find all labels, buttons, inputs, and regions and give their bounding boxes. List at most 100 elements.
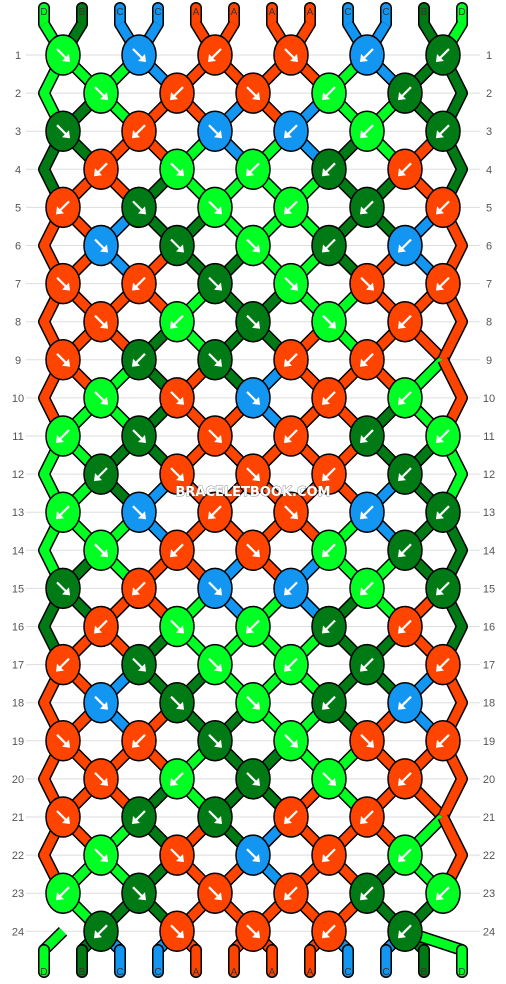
bottom-strand-label: A [307,967,314,978]
backward-knot-arrow-icon [322,695,336,710]
row-number-right: 8 [486,317,492,329]
knot [83,681,119,724]
forward-knot-arrow-icon [208,276,222,291]
row-number-left: 17 [12,660,24,672]
knot [83,834,119,876]
forward-knot-arrow-icon [94,772,108,786]
knot [197,186,233,229]
knot [425,720,461,762]
knot [273,872,309,914]
backward-knot-arrow-icon [360,200,374,215]
row-number-right: 11 [483,431,494,443]
knot [83,224,119,267]
row-number-right: 9 [486,355,492,367]
top-strand-label: A [193,7,200,18]
knot [159,148,195,191]
bottom-strand-label: B [421,967,428,978]
knot [235,377,271,419]
knot [83,910,119,953]
row-number-right: 10 [483,393,495,405]
forward-knot-arrow-icon [170,924,184,939]
forward-knot-arrow-icon [170,391,184,405]
bottom-strand-label: D [40,967,47,978]
backward-knot-arrow-icon [360,505,374,520]
knot [121,491,157,533]
backward-knot-arrow-icon [284,810,298,824]
knot [83,605,119,648]
backward-knot-arrow-icon [360,657,374,672]
knot [311,148,347,191]
knot [273,643,309,686]
row-number-left: 8 [15,317,21,329]
watermark-text: BRACELETBOOK.COM [176,485,331,500]
knot [121,186,157,229]
row-number-left: 6 [15,241,21,253]
bottom-strand-label: A [231,967,238,978]
knot [425,186,461,229]
knot [159,758,195,800]
knot [121,796,157,838]
row-number-right: 17 [483,660,495,672]
knot [387,681,423,724]
knot [121,643,157,686]
forward-knot-arrow-icon [284,276,298,291]
top-strand-label: B [421,7,428,18]
forward-knot-arrow-icon [322,772,336,786]
backward-knot-arrow-icon [436,429,450,443]
row-number-left: 12 [12,469,24,481]
backward-knot-arrow-icon [398,86,412,101]
knot [273,110,309,152]
backward-knot-arrow-icon [360,124,374,139]
forward-knot-arrow-icon [208,734,222,748]
knot [159,224,195,267]
forward-knot-arrow-icon [94,314,108,329]
knot [235,300,271,343]
knot [235,72,271,114]
backward-knot-arrow-icon [436,886,450,901]
backward-knot-arrow-icon [208,48,222,62]
row-number-left: 11 [12,431,23,443]
knot [121,720,157,762]
forward-knot-arrow-icon [360,734,374,748]
knot [273,796,309,838]
knot [273,186,309,229]
knot [349,720,385,762]
knot [45,110,81,152]
knot [387,758,423,800]
row-number-right: 13 [483,507,495,519]
row-number-left: 18 [12,698,24,710]
row-number-right: 24 [483,926,495,938]
knot [45,872,81,914]
row-number-right: 3 [486,126,492,138]
knot [425,34,461,76]
forward-knot-arrow-icon [56,734,70,748]
row-number-right: 19 [483,736,495,748]
forward-knot-arrow-icon [208,200,222,215]
knot [273,720,309,762]
knot [45,643,81,686]
knot [387,224,423,267]
knot [311,681,347,724]
knot [273,339,309,381]
knot [45,567,81,610]
knot [159,453,195,495]
knot [121,34,157,76]
forward-knot-arrow-icon [208,810,222,824]
backward-knot-arrow-icon [398,391,412,405]
top-strand-label: C [116,7,123,18]
forward-knot-arrow-icon [56,581,70,596]
knot [273,34,309,76]
row-number-right: 7 [486,279,492,291]
forward-knot-arrow-icon [246,391,260,405]
backward-knot-arrow-icon [398,162,412,177]
forward-knot-arrow-icon [208,657,222,672]
top-strand-label: A [231,7,238,18]
backward-knot-arrow-icon [284,657,298,672]
row-number-right: 20 [483,774,495,786]
knot [349,339,385,381]
backward-knot-arrow-icon [360,353,374,367]
knot [387,834,423,876]
forward-knot-arrow-icon [56,124,70,139]
row-number-left: 15 [12,583,24,595]
forward-knot-arrow-icon [56,48,70,62]
